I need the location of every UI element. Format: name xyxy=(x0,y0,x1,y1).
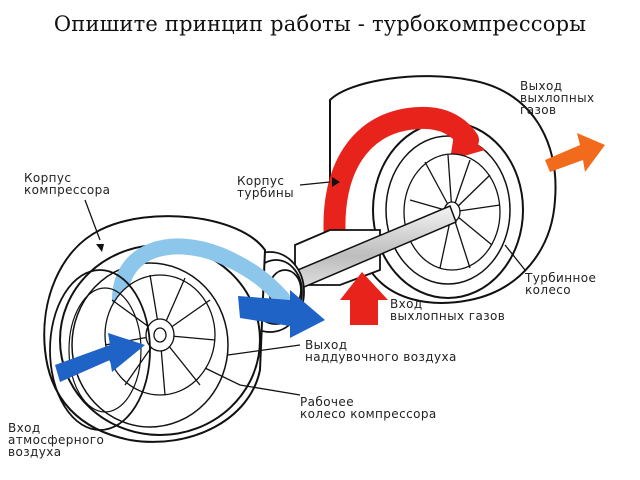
boost-outlet-arrow xyxy=(238,290,325,338)
exhaust-inlet-arrow xyxy=(340,272,388,325)
label-exhaust-inlet: Вход выхлопных газов xyxy=(390,297,506,323)
turbine-gas-flow-arrowhead xyxy=(450,128,485,160)
page-title: Опишите принцип работы - турбокомпрессор… xyxy=(53,12,587,36)
turbine-gas-flow xyxy=(323,106,479,251)
compressor-inlet-rim xyxy=(49,269,151,431)
label-boost-outlet: Выход наддувочного воздуха xyxy=(305,338,457,364)
exhaust-outlet-arrow xyxy=(545,133,605,172)
label-compressor-wheel: Рабочее колесо компрессора xyxy=(300,395,437,421)
leader-lines xyxy=(84,181,526,396)
compressor-inlet-opening xyxy=(68,287,142,413)
label-exhaust-outlet: Выход выхлопных газов xyxy=(520,79,595,117)
label-turbine-housing: Корпус турбины xyxy=(237,174,295,200)
label-air-inlet: Вход атмосферного воздуха xyxy=(8,421,105,459)
compressor-air-flow xyxy=(112,238,290,308)
turbine-housing-pointer xyxy=(332,177,340,187)
air-inlet-arrow xyxy=(55,333,145,382)
label-compressor-housing: Корпус компрессора xyxy=(24,171,111,197)
compressor-wheel xyxy=(104,274,216,396)
label-turbine-wheel: Турбинное колесо xyxy=(525,271,597,297)
compressor-housing-pointer xyxy=(96,244,104,252)
